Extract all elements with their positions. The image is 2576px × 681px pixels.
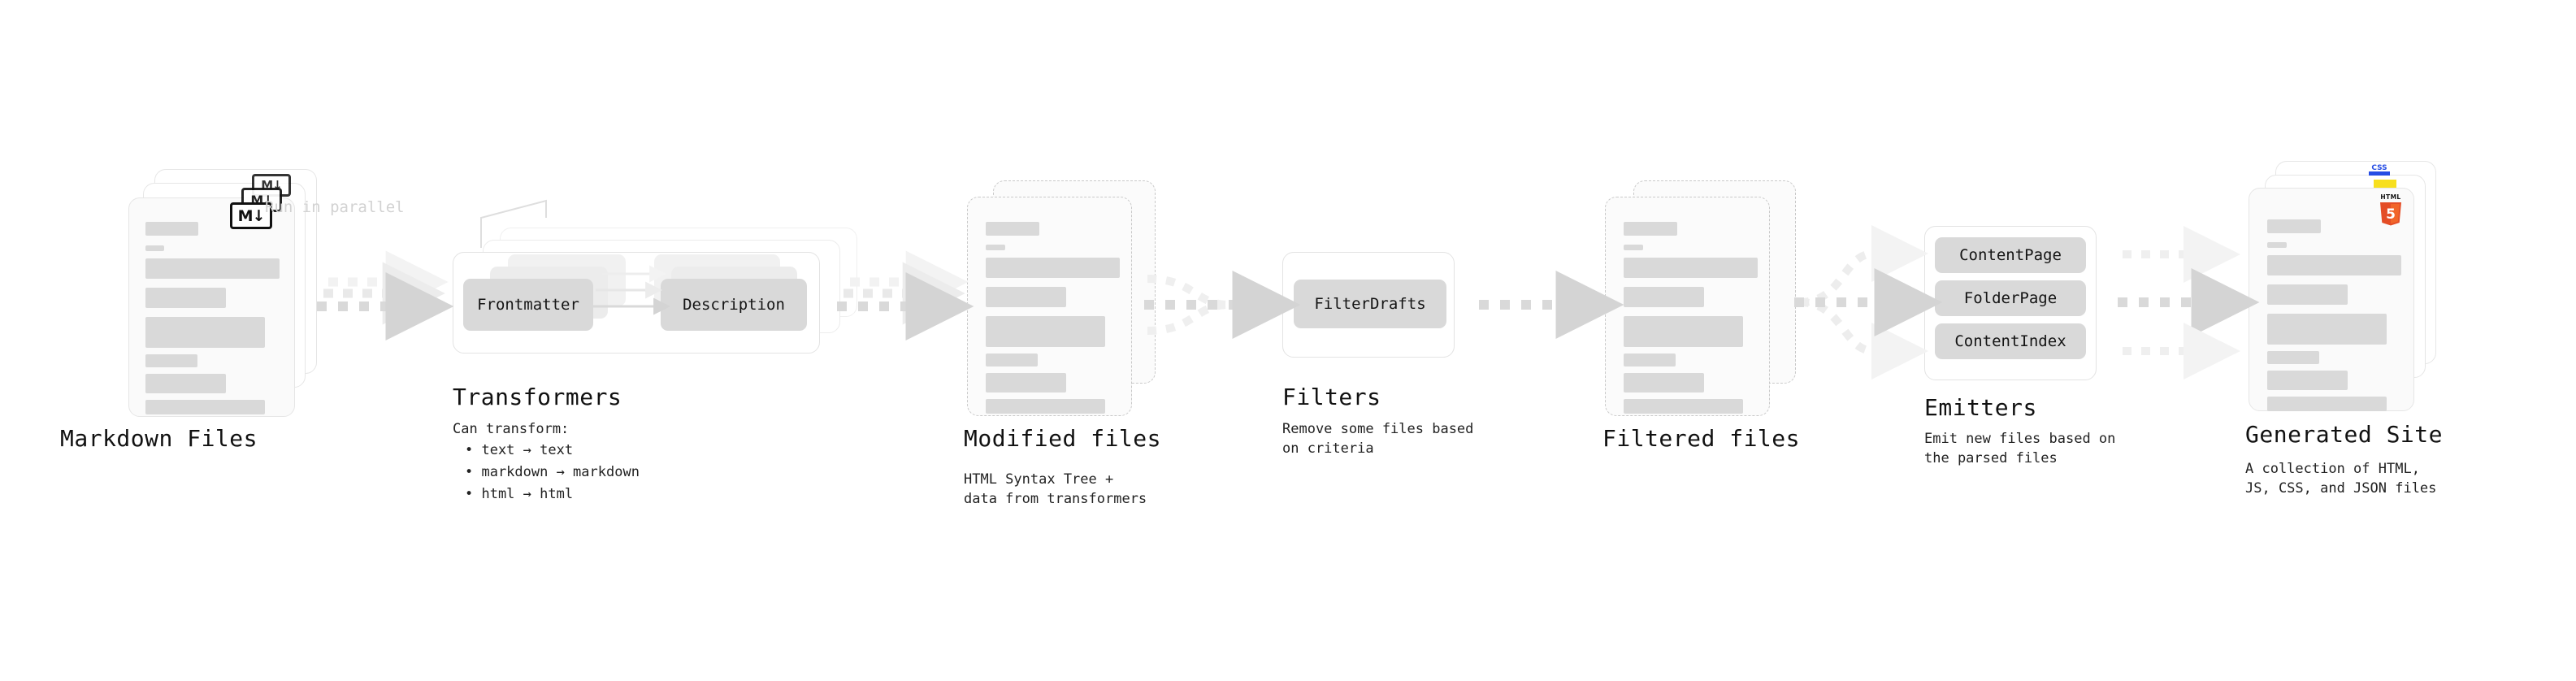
doc-bar — [145, 258, 280, 279]
modified-files-desc: HTML Syntax Tree + data from transformer… — [964, 471, 1147, 507]
doc-bar — [2267, 242, 2287, 248]
doc-bar — [1624, 287, 1704, 307]
doc-bar — [986, 287, 1066, 307]
doc-bar — [2267, 314, 2387, 345]
doc-bar — [986, 258, 1120, 278]
doc-bar — [145, 317, 265, 348]
doc-bar — [2267, 255, 2401, 275]
doc-bar — [145, 374, 226, 393]
stage-title-transformers: Transformers — [453, 384, 622, 410]
transformer-chip-frontmatter[interactable]: Frontmatter — [463, 279, 593, 331]
transformers-desc: Can transform: — [453, 421, 570, 437]
doc-bar — [145, 354, 197, 367]
doc-bar — [986, 222, 1039, 236]
doc-bar — [2267, 371, 2348, 390]
stage-title-filters: Filters — [1282, 384, 1381, 410]
emitter-chip-contentindex[interactable]: ContentIndex — [1935, 323, 2086, 359]
doc-bar — [1624, 373, 1704, 393]
doc-bar — [986, 316, 1105, 347]
markdown-icon: M↓ — [230, 202, 272, 229]
doc-bar — [1624, 316, 1743, 347]
transformers-bullet-0: • text → text — [465, 442, 574, 458]
doc-bar — [2267, 219, 2321, 233]
doc-bar — [1624, 354, 1676, 367]
doc-bar — [2267, 351, 2319, 364]
connector-emitters-to-site — [2118, 226, 2260, 380]
stage-title-modified-files: Modified files — [964, 425, 1162, 452]
doc-bar — [2267, 397, 2387, 411]
emitters-desc: Emit new files based on the parsed files — [1924, 431, 2116, 466]
doc-bar — [145, 245, 164, 251]
generated-site-desc: A collection of HTML, JS, CSS, and JSON … — [2245, 461, 2437, 497]
transformer-chip-description[interactable]: Description — [661, 279, 807, 331]
emitter-chip-contentpage[interactable]: ContentPage — [1935, 237, 2086, 273]
connector-md-to-transformers — [317, 250, 454, 340]
css-badge-label: CSS — [2369, 164, 2390, 172]
doc-bar — [1624, 258, 1758, 278]
svg-text:HTML: HTML — [2380, 193, 2400, 201]
svg-text:5: 5 — [2386, 206, 2396, 223]
doc-bar — [1624, 245, 1643, 250]
doc-bar — [145, 288, 226, 308]
doc-bar — [986, 373, 1066, 393]
doc-bar — [986, 399, 1105, 414]
markdown-file-card-front — [128, 197, 295, 417]
modified-file-card-front — [967, 197, 1132, 416]
site-file-card-front — [2249, 188, 2414, 411]
html5-icon: HTML 5 — [2380, 193, 2401, 226]
doc-bar — [1624, 222, 1677, 236]
stage-title-generated-site: Generated Site — [2245, 421, 2444, 448]
connector-modified-to-filters — [1144, 271, 1301, 339]
run-in-parallel-annotation: Run in parallel — [265, 198, 405, 216]
stage-title-markdown-files: Markdown Files — [60, 425, 258, 452]
doc-bar — [1624, 399, 1743, 414]
doc-bar — [145, 222, 198, 236]
emitter-chip-folderpage[interactable]: FolderPage — [1935, 280, 2086, 316]
stage-title-filtered-files: Filtered files — [1602, 425, 1801, 452]
css-badge: CSS — [2369, 164, 2390, 176]
stage-title-emitters: Emitters — [1924, 394, 2037, 421]
connector-filtered-to-emitters — [1794, 225, 1943, 380]
doc-bar — [986, 354, 1038, 367]
filtered-file-card-front — [1605, 197, 1770, 416]
doc-bar — [986, 245, 1005, 250]
transformers-bullet-2: • html → html — [465, 486, 574, 502]
filters-desc: Remove some files based on criteria — [1282, 421, 1474, 457]
transformers-bullet-1: • markdown → markdown — [465, 464, 640, 480]
filter-chip-filterdrafts[interactable]: FilterDrafts — [1294, 280, 1446, 328]
doc-bar — [2267, 284, 2348, 305]
doc-bar — [145, 400, 265, 414]
